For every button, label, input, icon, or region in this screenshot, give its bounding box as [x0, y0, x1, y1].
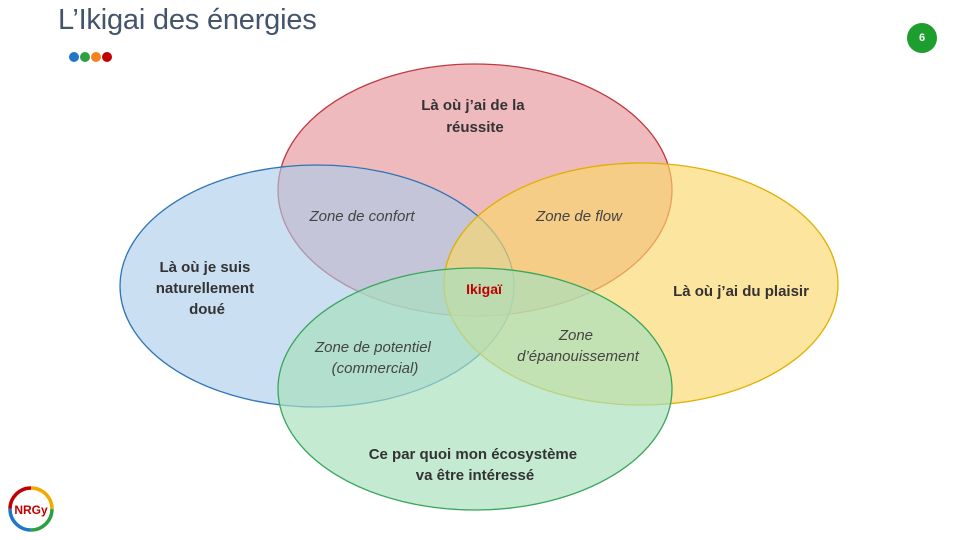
zone-epanouissement-line-2: d’épanouissement	[517, 348, 640, 365]
page-number-badge: 6	[907, 23, 937, 53]
label-ecosystem: Ce par quoi mon écosystème va être intér…	[369, 446, 582, 484]
dot-blue	[69, 52, 79, 62]
label-talent-line-1: Là où je suis	[159, 259, 250, 276]
zone-epanouissement: Zone d’épanouissement	[517, 327, 640, 365]
label-success-line-2: réussite	[446, 119, 504, 136]
label-talent-line-3: doué	[189, 301, 225, 318]
dot-green	[80, 52, 90, 62]
center-ikigai-label: Ikigaï	[466, 281, 503, 297]
label-talent: Là où je suis naturellement doué	[156, 259, 259, 318]
label-ecosystem-line-2: va être intéressé	[416, 467, 534, 484]
slide-title: L’Ikigai des énergies	[58, 4, 317, 36]
label-success: Là où j’ai de la réussite	[421, 97, 529, 136]
zone-flow-line-1: Zone de flow	[535, 208, 623, 225]
label-pleasure: Là où j’ai du plaisir	[673, 283, 809, 300]
circle-ecosystem	[277, 267, 673, 511]
dot-orange	[91, 52, 101, 62]
decorative-dots	[69, 52, 112, 62]
zone-potentiel-line-1: Zone de potentiel	[314, 339, 432, 356]
zone-epanouissement-line-1: Zone	[558, 327, 593, 344]
label-success-line-1: Là où j’ai de la	[421, 97, 525, 114]
zone-confort: Zone de confort	[308, 208, 415, 225]
dot-red	[102, 52, 112, 62]
zone-potentiel-line-2: (commercial)	[332, 360, 419, 377]
logo-text: NRGy	[14, 503, 48, 517]
label-pleasure-line-1: Là où j’ai du plaisir	[673, 283, 809, 300]
nrgy-logo: NRGy	[8, 486, 54, 532]
label-talent-line-2: naturellement	[156, 280, 254, 297]
zone-flow: Zone de flow	[535, 208, 623, 225]
label-ecosystem-line-1: Ce par quoi mon écosystème	[369, 446, 577, 463]
zone-potentiel: Zone de potentiel (commercial)	[314, 339, 435, 377]
zone-confort-line-1: Zone de confort	[308, 208, 415, 225]
